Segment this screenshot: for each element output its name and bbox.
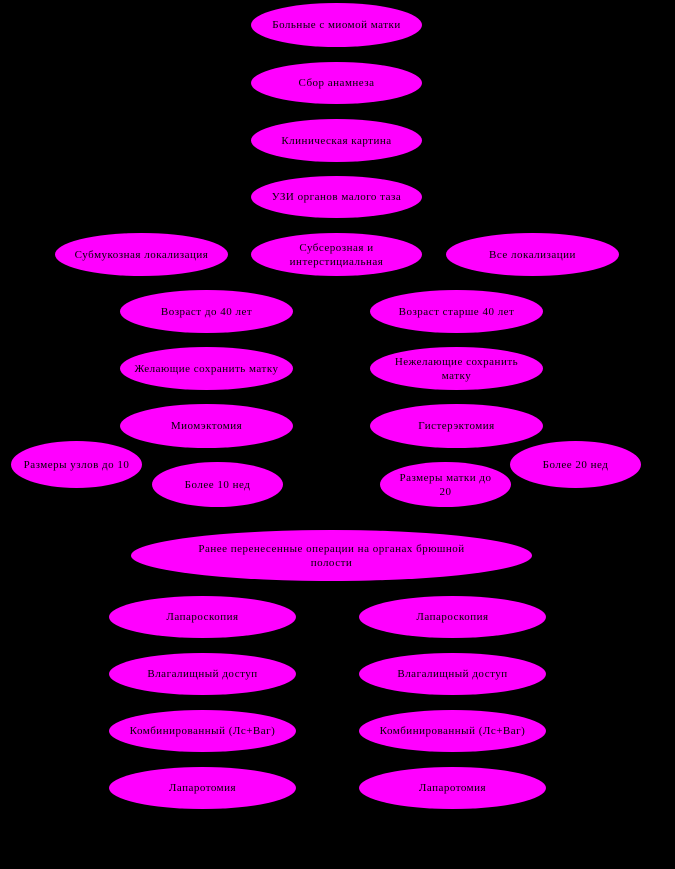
node-subserous: Субсерозная и интерстициальная: [251, 233, 422, 276]
node-label: Возраст старше 40 лет: [398, 305, 515, 318]
node-combined-left: Комбинированный (Лс+Ваг): [109, 710, 296, 752]
node-node-size-under-10: Размеры узлов до 10: [11, 441, 142, 488]
node-submucous: Субмукозная локализация: [55, 233, 228, 276]
node-label: Возраст до 40 лет: [160, 305, 253, 318]
node-laparoscopy-left: Лапароскопия: [109, 596, 296, 638]
node-label: Желающие сохранить матку: [134, 362, 279, 375]
node-label: Влагалищный доступ: [397, 668, 508, 680]
node-label: Субсерозная и интерстициальная: [289, 241, 384, 268]
node-label: Лапароскопия: [166, 611, 239, 623]
node-label: Размеры матки до 20: [399, 471, 492, 498]
node-label: Гистерэктомия: [418, 420, 495, 432]
node-label: Более 20 нед: [542, 458, 609, 471]
node-age-over-40: Возраст старше 40 лет: [370, 290, 543, 333]
node-laparotomy-left: Лапаротомия: [109, 767, 296, 809]
node-clinical-picture: Клиническая картина: [251, 119, 422, 162]
node-label: Комбинированный (Лс+Ваг): [129, 725, 276, 737]
node-laparotomy-right: Лапаротомия: [359, 767, 546, 809]
node-vaginal-access-right: Влагалищный доступ: [359, 653, 546, 695]
node-fibroid-patients: Больные с миомой матки: [251, 3, 422, 47]
node-label: Размеры узлов до 10: [23, 458, 130, 471]
node-label: Лапаротомия: [168, 782, 237, 794]
node-label: Субмукозная локализация: [74, 248, 209, 261]
node-label: Сбор анамнеза: [298, 77, 375, 89]
node-more-than-10: Более 10 нед: [152, 462, 283, 507]
node-label: Больные с миомой матки: [272, 19, 401, 31]
node-label: УЗИ органов малого таза: [271, 191, 402, 203]
node-label: Клиническая картина: [281, 134, 392, 147]
node-label: Миомэктомия: [170, 420, 243, 432]
node-anamnesis: Сбор анамнеза: [251, 62, 422, 104]
node-hysterectomy: Гистерэктомия: [370, 404, 543, 448]
node-label: Влагалищный доступ: [147, 668, 258, 680]
node-vaginal-access-left: Влагалищный доступ: [109, 653, 296, 695]
node-uterus-size-under-20: Размеры матки до 20: [380, 462, 511, 507]
node-previous-surgery: Ранее перенесенные операции на органах б…: [131, 530, 532, 581]
node-label: Все локализации: [489, 248, 576, 261]
node-any-localization: Все локализации: [446, 233, 619, 276]
node-label: Нежелающие сохранить матку: [394, 355, 519, 382]
node-not-preserve-uterus: Нежелающие сохранить матку: [370, 347, 543, 390]
node-age-under-40: Возраст до 40 лет: [120, 290, 293, 333]
node-preserve-uterus: Желающие сохранить матку: [120, 347, 293, 390]
node-label: Комбинированный (Лс+Ваг): [379, 725, 526, 737]
node-label: Лапароскопия: [416, 611, 489, 623]
node-label: Лапаротомия: [418, 782, 487, 794]
node-label: Ранее перенесенные операции на органах б…: [198, 542, 465, 569]
node-combined-right: Комбинированный (Лс+Ваг): [359, 710, 546, 752]
node-label: Более 10 нед: [184, 478, 251, 491]
node-pelvic-ultrasound: УЗИ органов малого таза: [251, 176, 422, 218]
node-more-than-20: Более 20 нед: [510, 441, 641, 488]
node-laparoscopy-right: Лапароскопия: [359, 596, 546, 638]
node-myomectomy: Миомэктомия: [120, 404, 293, 448]
